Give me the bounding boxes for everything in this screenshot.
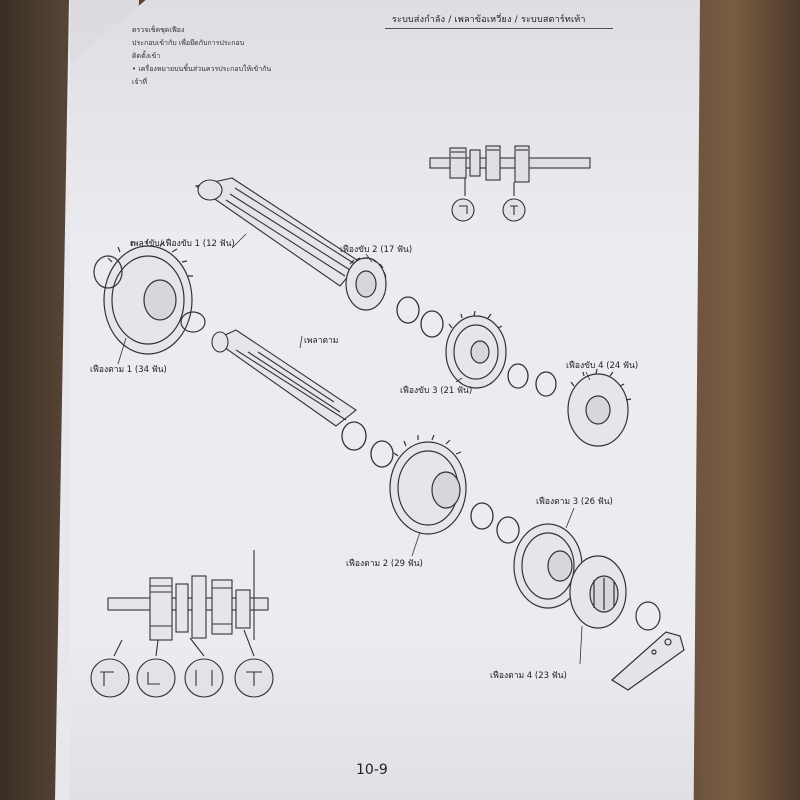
leader-lines (117, 233, 591, 665)
note-line: ติดตั้งเข้า (132, 52, 161, 60)
header-rule (385, 28, 613, 29)
label-driven-gear-1: เฟืองตาม 1 (34 ฟัน) (90, 365, 167, 375)
washer-clip-illustrations (341, 296, 557, 544)
driven-gear-2-illustration (389, 434, 467, 535)
lock-plate-illustration (611, 601, 685, 691)
note-line: ประกอบเข้ากับ เพื่อยึดกับการประกอบ (132, 39, 245, 47)
page-number: 10-9 (356, 762, 388, 778)
driven-gear-3-illustration (513, 523, 583, 609)
label-driven-gear-4: เฟืองตาม 4 (23 ฟัน) (490, 671, 567, 681)
assembled-shaft-bottom-illustration (90, 550, 274, 698)
drive-gear-4-illustration (567, 368, 632, 447)
note-line: ตรวจเช็คชุดเฟือง (132, 26, 185, 34)
label-drive-gear-3: เฟืองขับ 3 (21 ฟัน) (400, 386, 473, 396)
drive-gear-2-illustration (345, 257, 387, 311)
label-main-shaft-gear-1: เพลาขับ/เฟืองขับ 1 (12 ฟัน) (130, 239, 235, 249)
label-driven-gear-3: เฟืองตาม 3 (26 ฟัน) (536, 497, 613, 507)
counter-shaft-illustration (211, 329, 357, 427)
label-drive-gear-2: เฟืองขับ 2 (17 ฟัน) (340, 245, 413, 255)
page-header: ระบบส่งกำลัง / เพลาข้อเหวี่ยง / ระบบสตาร… (392, 15, 586, 25)
main-shaft-illustration (194, 177, 361, 287)
driven-gear-1-illustration (93, 238, 206, 355)
driven-gear-4-illustration (569, 555, 627, 629)
label-drive-gear-4: เฟืองขับ 4 (24 ฟัน) (566, 361, 639, 371)
note-line: • เครื่องหมายบนชิ้นส่วนควรประกอบให้เข้าก… (132, 65, 272, 73)
note-line: เจ้าที่ (132, 78, 148, 86)
label-driven-gear-2: เฟืองตาม 2 (29 ฟัน) (346, 559, 423, 569)
notes-block: ตรวจเช็คชุดเฟือง ประกอบเข้ากับ เพื่อยึดก… (132, 24, 271, 89)
assembled-shaft-top-illustration (429, 145, 591, 222)
drive-gear-3-illustration (445, 310, 507, 389)
background-right (690, 0, 800, 800)
label-counter-shaft: เพลาตาม (304, 336, 339, 346)
